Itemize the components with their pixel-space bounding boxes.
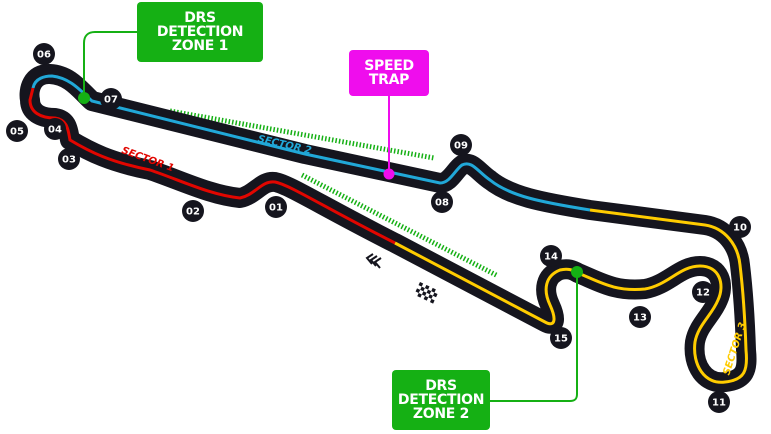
turn-label-07: 07 <box>104 95 118 106</box>
drs-zone-2-line-3: ZONE 2 <box>412 406 470 422</box>
turn-label-06: 06 <box>37 50 51 61</box>
turn-label-08: 08 <box>435 198 449 209</box>
drs-zone-2-marker <box>300 172 500 279</box>
turn-marker-03 <box>58 148 80 170</box>
drs-detection-point-1 <box>78 92 90 104</box>
turn-label-01: 01 <box>269 203 283 214</box>
turn-marker-02 <box>182 200 204 222</box>
drs-detection-zone-2-callout: DRS DETECTION ZONE 2 <box>392 370 490 430</box>
speed-trap-line-1: SPEED <box>364 58 414 74</box>
drs-zone-1-marker <box>169 108 435 161</box>
turn-markers: 01 02 03 04 05 06 07 08 09 10 11 12 13 14 15 <box>6 43 751 413</box>
direction-chevrons-icon <box>365 253 382 269</box>
turn-marker-15 <box>550 327 572 349</box>
speed-trap-line-2: TRAP <box>368 72 410 88</box>
drs-zone-markers <box>169 108 500 279</box>
turn-label-14: 14 <box>544 252 558 263</box>
sector-3-line <box>394 208 748 384</box>
turn-label-13: 13 <box>633 313 647 324</box>
drs-zone-1-connector <box>83 31 137 98</box>
drs-detection-point-2 <box>571 266 583 278</box>
turn-label-12: 12 <box>696 288 710 299</box>
turn-label-02: 02 <box>186 207 200 218</box>
turn-label-09: 09 <box>454 141 468 152</box>
drs-zone-1-line-2: DETECTION <box>156 24 244 40</box>
turn-label-05: 05 <box>10 127 24 138</box>
turn-marker-12 <box>692 281 714 303</box>
speed-trap-callout: SPEED TRAP <box>349 50 429 96</box>
turn-marker-05 <box>6 120 28 142</box>
turn-marker-04 <box>44 118 66 140</box>
turn-label-10: 10 <box>733 223 747 234</box>
turn-label-03: 03 <box>62 155 76 166</box>
drs-zone-1-line-1: DRS <box>184 10 216 26</box>
turn-marker-07 <box>100 88 122 110</box>
drs-zone-2-line-1: DRS <box>425 378 457 394</box>
turn-marker-13 <box>629 306 651 328</box>
drs-detection-zone-1-callout: DRS DETECTION ZONE 1 <box>137 2 263 62</box>
turn-marker-08 <box>431 191 453 213</box>
drs-zone-2-connector <box>490 272 578 402</box>
drs-zone-2-line-2: DETECTION <box>397 392 485 408</box>
drs-zone-1-line-3: ZONE 1 <box>171 38 229 54</box>
turn-marker-09 <box>450 134 472 156</box>
speed-trap-point <box>383 168 395 180</box>
sector-2-line <box>31 74 591 212</box>
checkered-flag-icon <box>414 282 440 304</box>
turn-marker-11 <box>708 391 730 413</box>
turn-marker-14 <box>540 245 562 267</box>
turn-marker-10 <box>729 216 751 238</box>
turn-label-15: 15 <box>554 334 568 345</box>
turn-marker-06 <box>33 43 55 65</box>
turn-label-04: 04 <box>48 125 62 136</box>
turn-label-11: 11 <box>712 398 726 409</box>
turn-marker-01 <box>265 196 287 218</box>
